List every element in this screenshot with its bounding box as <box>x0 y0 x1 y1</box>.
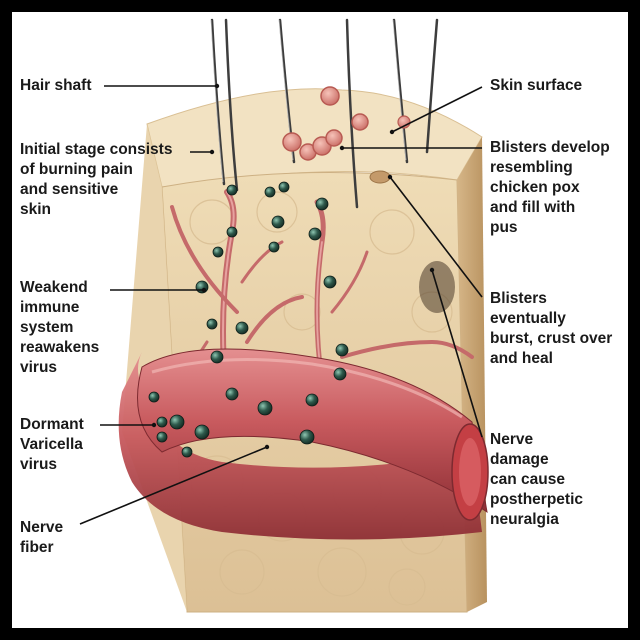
label-blisters-burst: Blisters eventually burst, crust over an… <box>490 290 613 367</box>
label-skin-surface: Skin surface <box>490 77 583 94</box>
leader-lines <box>79 85 483 525</box>
label-hair-shaft: Hair shaft <box>20 77 92 94</box>
hair-strand-icon <box>210 18 439 209</box>
virus-particle-icon <box>148 181 349 458</box>
nerve-fiber-body <box>118 352 483 540</box>
label-initial-stage: Initial stage consists of burning pain a… <box>20 141 173 218</box>
diagram-panel: Hair shaft Initial stage consists of bur… <box>12 12 628 628</box>
label-nerve-fiber: Nerve fiber <box>20 519 64 556</box>
label-blisters-develop: Blisters develop resembling chicken pox … <box>490 139 610 236</box>
skin-cross-section-illustration <box>79 18 489 613</box>
label-weakened-immune-system: Weakend immune system reawakens virus <box>20 279 100 376</box>
label-dormant-virus: Dormant Varicella virus <box>20 416 84 473</box>
blister-icon <box>282 86 411 184</box>
label-nerve-damage: Nerve damage can cause postherpetic neur… <box>490 431 584 528</box>
nerve-fiber-tube <box>137 348 488 514</box>
